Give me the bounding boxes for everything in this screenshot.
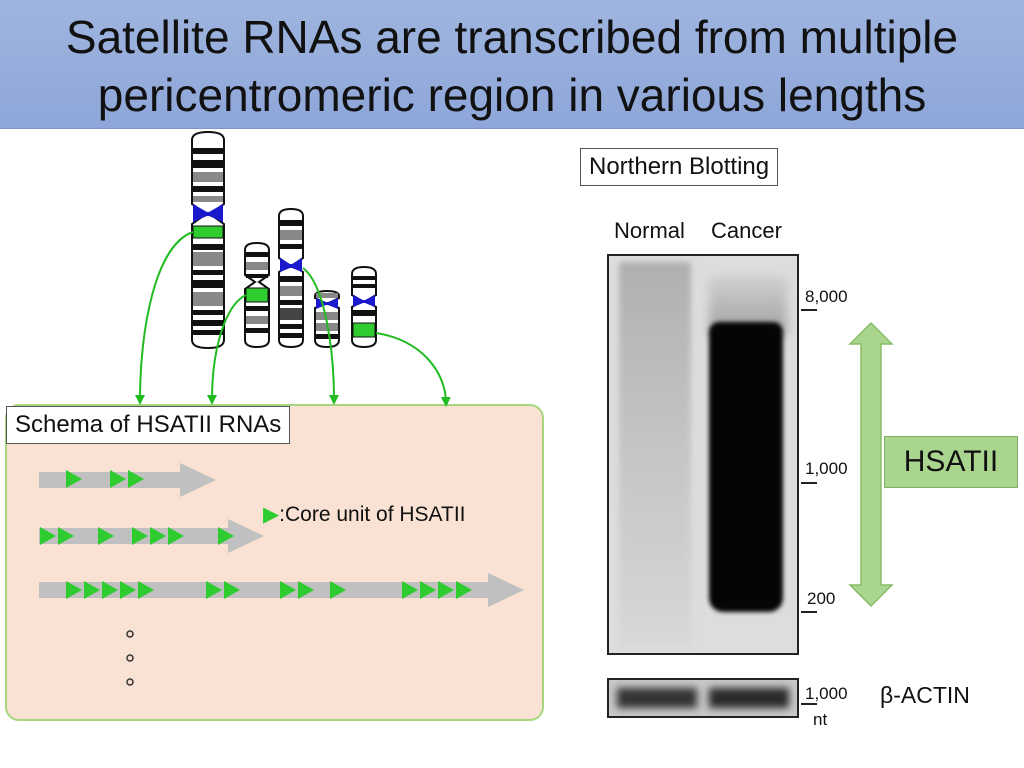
size-range-arrow — [848, 321, 894, 608]
chromosome-2 — [244, 241, 270, 349]
continuation-dots — [126, 630, 134, 686]
tick-actin-1000 — [801, 703, 817, 705]
title-bar: Satellite RNAs are transcribed from mult… — [0, 0, 1024, 129]
chromosome-5 — [351, 265, 377, 349]
schema-label: Schema of HSATII RNAs — [6, 406, 291, 444]
marker-1000: 1,000 — [805, 459, 848, 478]
marker-200: 200 — [807, 589, 836, 608]
actin-marker-1000: 1,000 — [805, 684, 848, 703]
rna-arrow-3 — [39, 573, 524, 607]
marker-8000: 8,000 — [805, 287, 848, 306]
northern-blot-image — [607, 254, 799, 655]
beta-actin-label: β-ACTIN — [880, 682, 970, 708]
actin-band-normal — [617, 688, 697, 708]
tick-8000 — [801, 309, 817, 311]
normal-lane-smear — [619, 262, 691, 647]
chromosome-3 — [278, 207, 304, 349]
connector-arrow-2 — [207, 294, 247, 405]
rna-arrow-1 — [39, 463, 216, 497]
actin-blot-image — [607, 678, 799, 718]
connector-arrows — [135, 231, 451, 407]
schema-panel — [5, 404, 544, 721]
core-unit-legend: ▶:Core unit of HSATII — [263, 502, 466, 527]
tick-1000 — [801, 482, 817, 484]
tick-200 — [801, 611, 817, 613]
core-unit-legend-text: :Core unit of HSATII — [279, 503, 466, 526]
chromosome-1 — [191, 130, 225, 350]
hsatii-label: HSATII — [884, 436, 1018, 488]
actin-band-cancer — [709, 688, 789, 708]
connector-arrow-1 — [135, 231, 194, 405]
rna-arrow-2 — [39, 519, 264, 553]
northern-blotting-label: Northern Blotting — [580, 148, 779, 186]
core-unit-symbol: ▶ — [263, 503, 280, 526]
title-line-2: pericentromeric region in various length… — [97, 69, 927, 121]
lane-label-cancer: Cancer — [711, 218, 782, 243]
lane-label-normal: Normal — [614, 218, 685, 243]
connector-arrow-4 — [375, 332, 451, 407]
cancer-lane-band — [709, 322, 783, 612]
unit-nt: nt — [813, 710, 828, 729]
title-line-1: Satellite RNAs are transcribed from mult… — [65, 11, 959, 63]
connector-arrow-3 — [302, 267, 339, 405]
